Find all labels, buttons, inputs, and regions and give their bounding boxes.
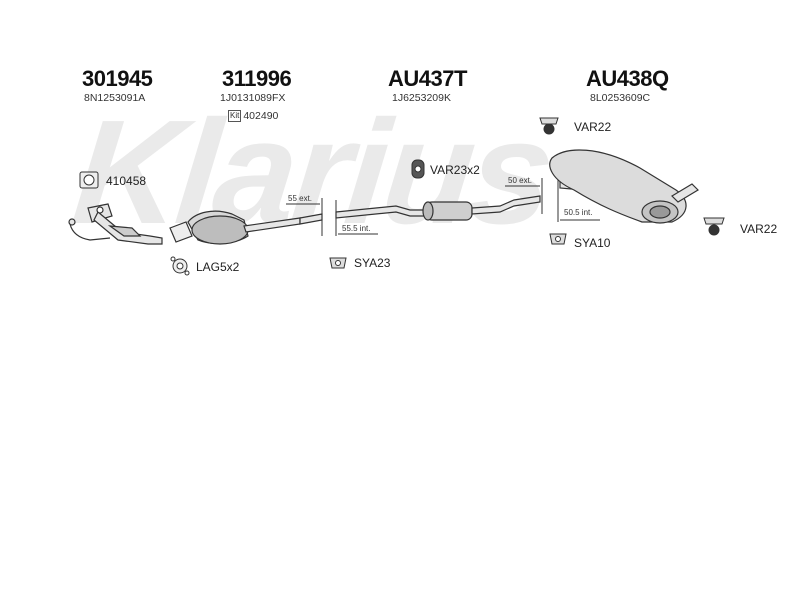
part-number-301945[interactable]: 301945 bbox=[82, 66, 153, 91]
dimension-marks bbox=[286, 178, 600, 236]
clamp-icon bbox=[79, 171, 99, 189]
oem-number-8n1253091a: 8N1253091A bbox=[84, 92, 146, 104]
bracket-icon bbox=[549, 233, 567, 245]
fitting-label-var22-top[interactable]: VAR22 bbox=[574, 120, 612, 134]
fitting-label-var23x2[interactable]: VAR23x2 bbox=[430, 163, 480, 177]
front-pipe-301945[interactable] bbox=[68, 203, 163, 245]
fitting-label-sya10[interactable]: SYA10 bbox=[574, 236, 611, 250]
oem-number-1j0131089fx: 1J0131089FX bbox=[220, 92, 286, 104]
gasket-icon bbox=[170, 256, 190, 276]
rear-silencer-au438q[interactable] bbox=[549, 149, 699, 224]
fitting-label-var22-right[interactable]: VAR22 bbox=[740, 222, 778, 236]
fitting-label-lag5x2[interactable]: LAG5x2 bbox=[196, 260, 240, 274]
bracket-icon bbox=[539, 117, 559, 135]
bracket-icon bbox=[703, 217, 725, 236]
kit-icon: Kit bbox=[228, 110, 242, 122]
fitting-label-sya23[interactable]: SYA23 bbox=[354, 256, 391, 270]
oem-number-8l0253609c: 8L0253609C bbox=[590, 92, 651, 104]
rubber-hanger-icon bbox=[411, 159, 425, 179]
dimension-55-5-int: 55.5 int. bbox=[342, 224, 371, 233]
kit-number: 402490 bbox=[243, 110, 279, 122]
oem-number-1j6253209k: 1J6253209K bbox=[392, 92, 451, 104]
fitting-label-410458[interactable]: 410458 bbox=[106, 174, 147, 188]
dimension-50-ext: 50 ext. bbox=[508, 176, 533, 185]
part-number-au438q[interactable]: AU438Q bbox=[586, 66, 669, 91]
bracket-icon bbox=[329, 257, 347, 269]
dimension-55-ext: 55 ext. bbox=[288, 194, 313, 203]
part-number-311996[interactable]: 311996 bbox=[222, 66, 292, 91]
catalytic-converter-311996[interactable] bbox=[169, 210, 323, 245]
dimension-50-5-int: 50.5 int. bbox=[564, 208, 593, 217]
part-number-au437t[interactable]: AU437T bbox=[388, 66, 467, 91]
middle-silencer-au437t[interactable] bbox=[335, 195, 541, 221]
